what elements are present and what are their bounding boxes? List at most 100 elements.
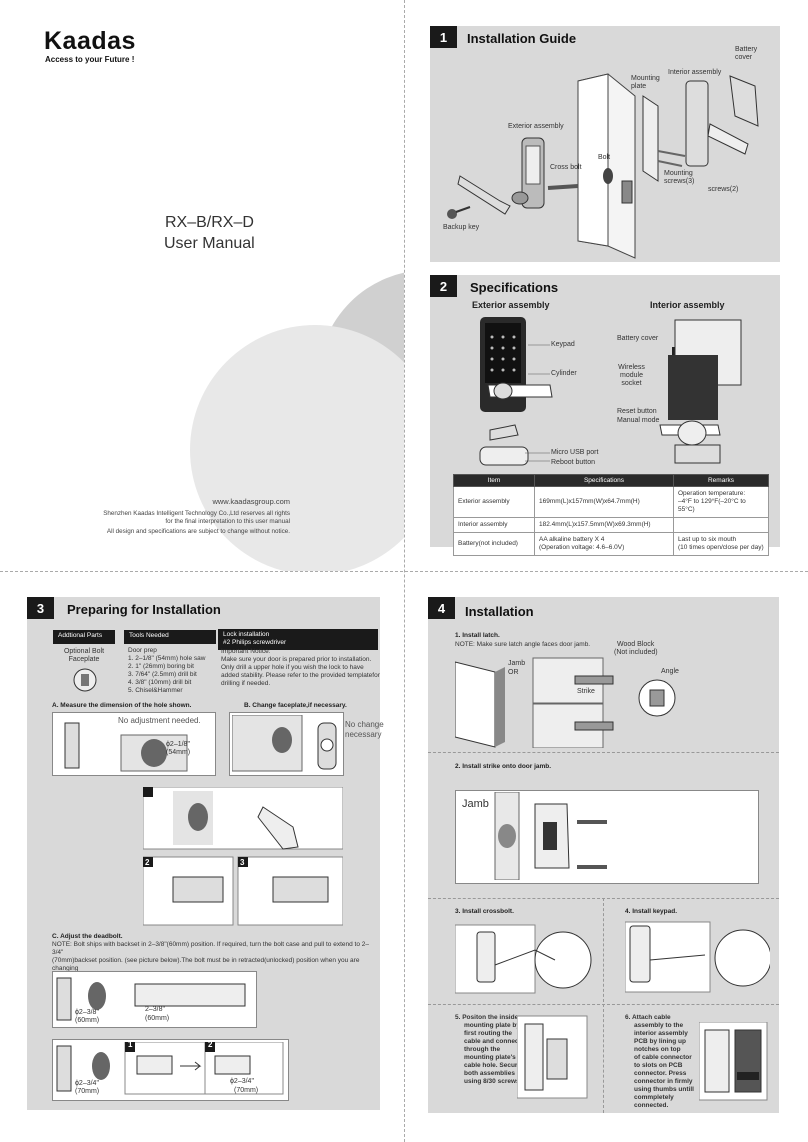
no-change-1: No change <box>345 720 384 729</box>
parts-text-2: Faceplate <box>68 656 100 663</box>
label-manual-mode: Manual mode <box>617 417 660 424</box>
parts-text-1: Optional Bolt <box>63 648 105 655</box>
label-micro-usb: Micro USB port <box>551 449 599 456</box>
section-4-number: 4 <box>428 597 455 619</box>
divider <box>428 752 779 753</box>
step-b: B. Change faceplate,if necessary. <box>244 702 347 709</box>
legal-line-2: for the final interpretation to this use… <box>165 518 290 525</box>
label-keypad: Keypad <box>551 341 575 348</box>
exterior-title: Exterior assembly <box>472 300 550 310</box>
label-angle: Angle <box>661 668 679 675</box>
exploded-lock-diagram <box>447 73 759 259</box>
step-a-drawing <box>64 722 188 772</box>
dim-234-mm: (70mm) <box>75 1088 100 1095</box>
label-strike: Strike <box>577 688 595 695</box>
step-2: 2. Install strike onto door jamb. <box>455 763 552 770</box>
faceplate-change-steps <box>143 787 343 926</box>
tools-header: Tools Needed <box>124 630 216 644</box>
manual-title: User Manual <box>164 235 255 252</box>
horizontal-fold-line <box>0 571 808 572</box>
section-4-title: Installation <box>465 604 534 619</box>
legal-line-3: All design and specifications are subjec… <box>106 528 290 535</box>
step-num-2: 2 <box>145 858 150 867</box>
dim-238-mm: (60mm) <box>75 1017 100 1024</box>
step-c-num-1: 1 <box>128 1040 133 1049</box>
dim-238: ϕ2–3/8" <box>75 1009 99 1016</box>
parts-header: Addtional Parts <box>53 630 115 644</box>
table-row: Interior assembly 182.4mm(L)x157.5mm(W)x… <box>453 517 769 533</box>
spec-diagrams <box>479 317 742 466</box>
label-screws-2: screws(2) <box>708 186 739 193</box>
pcb-connector-drawing <box>699 1022 768 1101</box>
step-c: C. Adjust the deadbolt. <box>52 933 123 940</box>
table-row: Exterior assembly 169mm(L)x157mm(W)x64.7… <box>453 486 769 518</box>
no-adjustment-text: No adjustment needed. <box>118 716 201 725</box>
label-bolt: Bolt <box>598 154 611 161</box>
mounting-plate-drawing <box>517 1015 588 1099</box>
label-interior-assembly: Interior assembly <box>668 69 722 76</box>
brand-tagline: Access to your Future ! <box>45 55 135 64</box>
label-reboot-button: Reboot button <box>551 459 595 466</box>
legal-line-1: Shenzhen Kaadas Intelligent Technology C… <box>103 510 290 517</box>
dim-234-bolt: ϕ2–3/4" <box>230 1078 254 1085</box>
label-exterior-assembly: Exterior assembly <box>508 123 564 130</box>
important-notice: Important Notice:Make sure your door is … <box>221 648 380 687</box>
keypad-drawing <box>625 921 770 993</box>
step-4: 4. Install keypad. <box>625 908 678 915</box>
step-c-num-2: 2 <box>208 1040 213 1049</box>
dim-218-mm: (54mm) <box>166 749 191 756</box>
table-row: Battery(not included) AA alkaline batter… <box>453 532 769 556</box>
dim-218: ϕ2–1/8" <box>166 741 190 748</box>
cover-circles <box>190 272 404 571</box>
section-2-title: Specifications <box>470 280 559 295</box>
specifications-table: Item Specifications Remarks Exterior ass… <box>453 474 769 556</box>
dim-234-bolt-mm: (70mm) <box>234 1087 259 1094</box>
lock-install-header: Lock installation#2 Philips screwdriver <box>218 629 378 650</box>
step-num-3: 3 <box>240 858 245 867</box>
label-mounting-plate: Mounting plate <box>631 75 660 90</box>
crossbolt-drawing <box>455 924 592 994</box>
latch-drawing <box>455 657 614 748</box>
th-remarks: Remarks <box>673 474 769 487</box>
step-b-drawing <box>232 715 337 772</box>
brand-logo: Kaadas <box>44 27 136 55</box>
divider-4 <box>428 1004 779 1005</box>
no-change-2: necessary <box>345 730 382 739</box>
section-3-title: Preparing for Installation <box>67 602 221 617</box>
dim-238-bolt: 2–3/8" <box>145 1006 166 1013</box>
th-specifications: Specifications <box>534 474 674 487</box>
label-reset-button: Reset button <box>617 408 657 415</box>
section-2-number: 2 <box>430 275 457 297</box>
label-battery-cover: Battery cover <box>735 46 758 61</box>
label-wireless-socket: Wireless module socket <box>618 364 645 387</box>
bolt-faceplate-icon <box>73 668 97 692</box>
angle-detail-circle <box>638 679 676 717</box>
strike-drawing <box>494 792 607 880</box>
step-1: 1. Install latch. <box>455 632 500 639</box>
label-not-included: (Not included) <box>614 649 658 656</box>
label-or: OR <box>508 669 519 676</box>
backset-70-drawing <box>56 1042 284 1095</box>
section-1-title: Installation Guide <box>467 31 577 46</box>
label-wood-block: Wood Block <box>617 641 655 648</box>
label-jamb-2: Jamb <box>462 798 489 810</box>
label-cross-bolt: Cross bolt <box>550 164 582 171</box>
dim-234: ϕ2–3/4" <box>75 1080 99 1087</box>
section-3-number: 3 <box>27 597 54 619</box>
th-item: Item <box>453 474 535 487</box>
model-title: RX–B/RX–D <box>165 214 254 231</box>
label-backup-key: Backup key <box>443 224 480 231</box>
label-battery-cover-2: Battery cover <box>617 335 659 342</box>
backset-60-drawing <box>56 977 246 1021</box>
dim-238-bolt-mm: (60mm) <box>145 1015 170 1022</box>
section-1-number: 1 <box>430 26 457 48</box>
step-3: 3. Install crossbolt. <box>455 908 514 915</box>
website: www.kaadasgroup.com <box>212 497 290 506</box>
step-a: A. Measure the dimension of the hole sho… <box>52 702 192 709</box>
label-mounting-screws: Mounting screws(3) <box>664 170 695 185</box>
divider-3 <box>603 898 604 1113</box>
step-num-1: 1 <box>244 788 249 797</box>
